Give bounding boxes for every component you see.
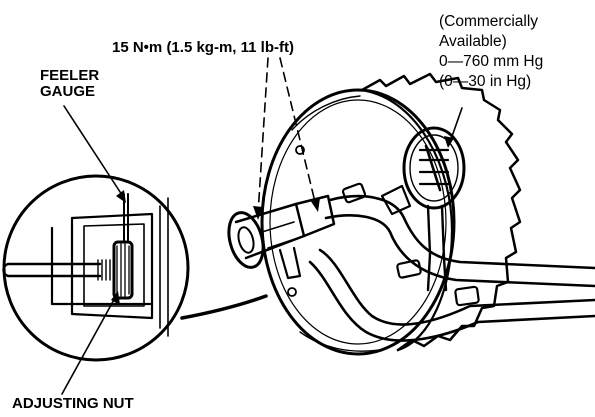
feeler-gauge-label-line2: GAUGE [40,82,96,100]
feeler-gauge-label-line1: FEELER [40,67,100,84]
booster-shell-side [360,88,454,352]
vacuum-gauge-label: (Commercially Available) 0—760 mm Hg (0—… [439,12,543,92]
pushrod-clevis-ring [227,211,265,269]
vacuum-hoses [308,182,595,342]
gauge-note-line2: Available) [439,33,507,50]
gauge-range-inhg: (0—30 in Hg) [439,73,532,90]
hose-clamp [341,182,480,307]
gauge-body [402,126,466,210]
gauge-leader [449,107,463,143]
leader-lines [61,57,463,395]
vacuum-gauge [402,126,466,292]
detail-inset [2,174,268,362]
feeler-leader [63,105,125,199]
gauge-range-mmhg: 0—760 mm Hg [439,53,544,70]
torque-leader-1 [257,57,269,215]
booster-front-ring [269,99,447,345]
adjusting-nut [112,240,134,300]
mounting-stud [295,145,305,155]
pushrod-connector [227,194,336,280]
adjusting-nut-label: ADJUSTING NUT [12,395,134,412]
adjusting-nut-leader [61,295,117,395]
feeler-gauge-label: FEELER GAUGE [40,68,99,100]
torque-spec-label: 15 N•m (1.5 kg-m, 11 lb-ft) [112,39,294,56]
gauge-stem [426,204,446,260]
gauge-note-line1: (Commercially [439,13,539,30]
booster-serrated-rim [360,72,522,352]
torque-leader-2 [279,57,317,207]
vacuum-hose-lower [318,248,595,326]
booster-front-face [260,88,456,356]
mounting-stud [287,287,297,297]
vacuum-hose-upper [328,194,595,270]
feeler-gauge-blade [123,193,129,241]
